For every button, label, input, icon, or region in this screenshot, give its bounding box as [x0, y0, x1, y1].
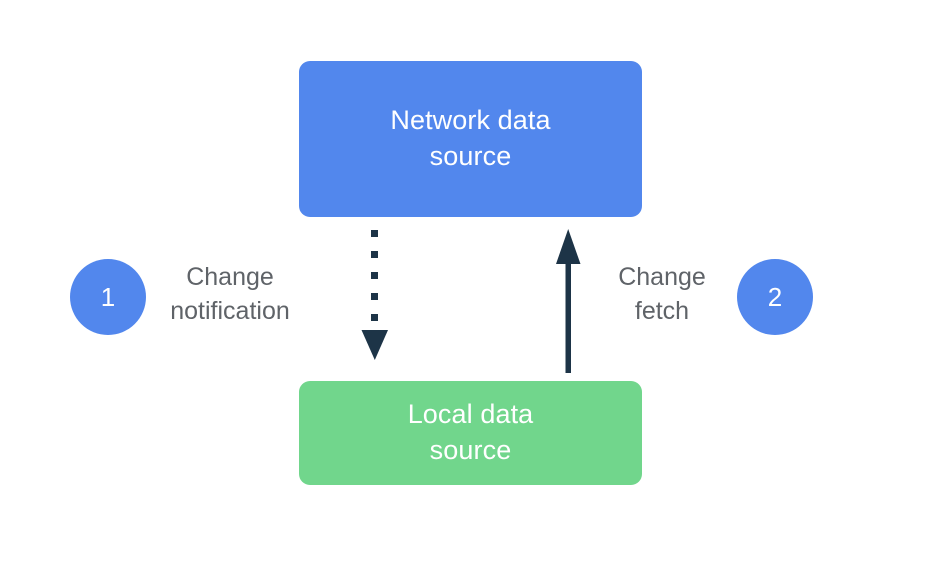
step-badge-1-number: 1	[100, 282, 116, 312]
step-badge-2[interactable]: 2	[737, 259, 813, 335]
node-network-data-source-label: Network data source	[390, 105, 551, 171]
node-local-data-source[interactable]: Local data source	[299, 381, 642, 485]
edge-label-change-fetch: Change fetch	[618, 263, 706, 325]
node-local-data-source-label: Local data source	[407, 399, 534, 465]
step-badge-2-number: 2	[767, 282, 783, 312]
step-badge-1[interactable]: 1	[70, 259, 146, 335]
node-network-data-source[interactable]: Network data source	[299, 61, 642, 217]
edge-label-change-notification: Change notification	[170, 263, 290, 325]
arrow-change-notification-down-icon	[361, 230, 388, 360]
arrow-change-fetch-up-icon	[556, 229, 581, 373]
